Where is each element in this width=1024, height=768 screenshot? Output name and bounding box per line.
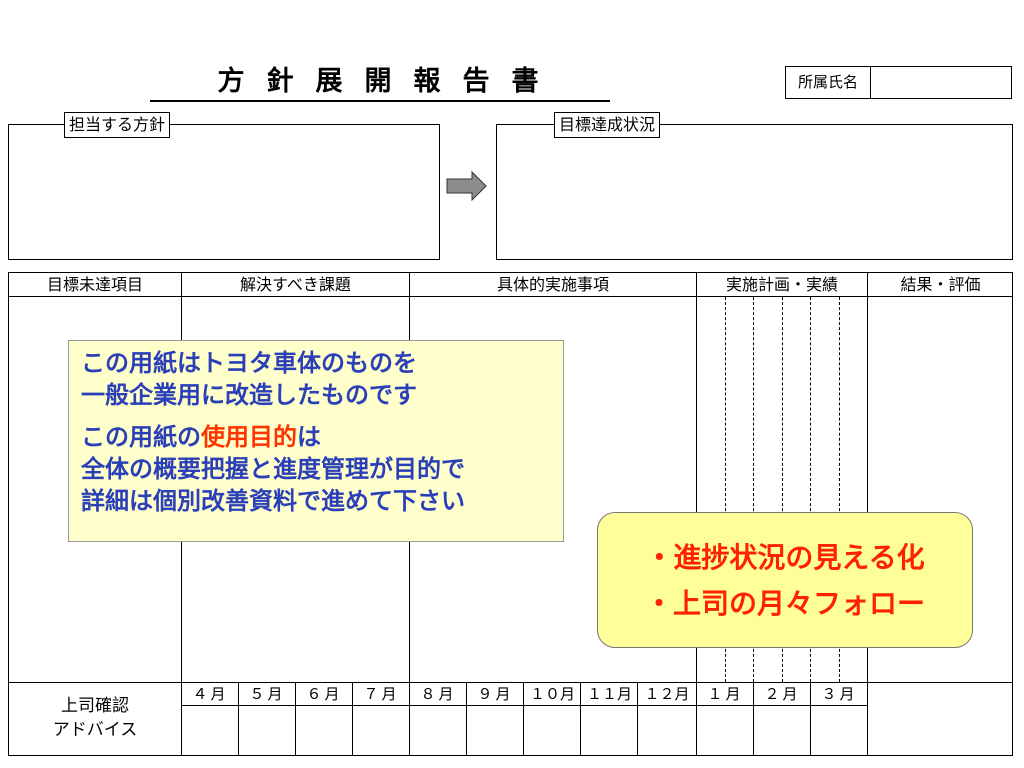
month-cell: １１月 bbox=[586, 685, 632, 703]
month-divider bbox=[580, 682, 581, 756]
supervisor-advice-label-line2: アドバイス bbox=[52, 720, 138, 740]
month-cell: １２月 bbox=[644, 685, 690, 703]
month-cell: １月 bbox=[707, 685, 744, 703]
schedule-dashed-line bbox=[753, 297, 754, 682]
note-line: この用紙の bbox=[81, 423, 201, 451]
month-divider bbox=[295, 682, 296, 756]
month-divider bbox=[466, 682, 467, 756]
month-divider bbox=[637, 682, 638, 756]
schedule-dashed-line bbox=[782, 297, 783, 682]
note-line: この用紙はトヨタ車体のものを bbox=[81, 349, 417, 377]
right-arrow-icon bbox=[446, 170, 487, 202]
footer-divider bbox=[8, 682, 1013, 683]
policy-box[interactable] bbox=[8, 124, 440, 260]
policy-box-label: 担当する方針 bbox=[64, 112, 171, 138]
usage-note: この用紙はトヨタ車体のものを 一般企業用に改造したものです この用紙の使用目的は… bbox=[68, 340, 564, 542]
column-header-issues: 解決すべき課題 bbox=[182, 273, 410, 297]
month-cell: ８月 bbox=[420, 685, 457, 703]
month-cell: ２月 bbox=[764, 685, 801, 703]
month-row-divider bbox=[182, 705, 868, 706]
callout-box: ・進捗状況の見える化 ・上司の月々フォロー bbox=[597, 512, 973, 648]
month-divider bbox=[753, 682, 754, 756]
supervisor-advice-label: 上司確認 アドバイス bbox=[9, 694, 181, 742]
month-divider bbox=[523, 682, 524, 756]
note-line: 一般企業用に改造したものです bbox=[81, 381, 417, 409]
affiliation-name-field[interactable] bbox=[870, 66, 1012, 99]
note-line: 全体の概要把握と進度管理が目的で bbox=[81, 455, 465, 483]
column-header-plan-results: 実施計画・実績 bbox=[697, 273, 868, 297]
month-divider bbox=[352, 682, 353, 756]
supervisor-advice-label-line1: 上司確認 bbox=[61, 696, 129, 716]
column-header-actions: 具体的実施事項 bbox=[410, 273, 697, 297]
callout-line: ・進捗状況の見える化 bbox=[645, 541, 925, 574]
month-cell: ９月 bbox=[477, 685, 514, 703]
month-divider bbox=[810, 682, 811, 756]
month-cell: ７月 bbox=[363, 685, 400, 703]
schedule-dashed-line bbox=[810, 297, 811, 682]
column-header-evaluation: 結果・評価 bbox=[868, 273, 1013, 297]
note-highlight: 使用目的 bbox=[201, 423, 297, 451]
month-divider bbox=[238, 682, 239, 756]
status-box[interactable] bbox=[496, 124, 1013, 260]
note-line: は bbox=[297, 423, 321, 451]
note-line: 詳細は個別改善資料で進めて下さい bbox=[81, 487, 465, 515]
month-cell: ５月 bbox=[249, 685, 286, 703]
column-header-unmet-items: 目標未達項目 bbox=[9, 273, 182, 297]
callout-line: ・上司の月々フォロー bbox=[644, 587, 925, 620]
status-box-label: 目標達成状況 bbox=[554, 112, 661, 138]
month-cell: １０月 bbox=[529, 685, 575, 703]
month-cell: ６月 bbox=[306, 685, 343, 703]
month-cell: ３月 bbox=[821, 685, 858, 703]
schedule-dashed-line bbox=[725, 297, 726, 682]
page-title: 方針展開報告書 bbox=[150, 62, 610, 102]
plan-table bbox=[8, 272, 1013, 756]
month-cell: ４月 bbox=[192, 685, 229, 703]
affiliation-label: 所属氏名 bbox=[785, 66, 871, 99]
schedule-dashed-line bbox=[839, 297, 840, 682]
